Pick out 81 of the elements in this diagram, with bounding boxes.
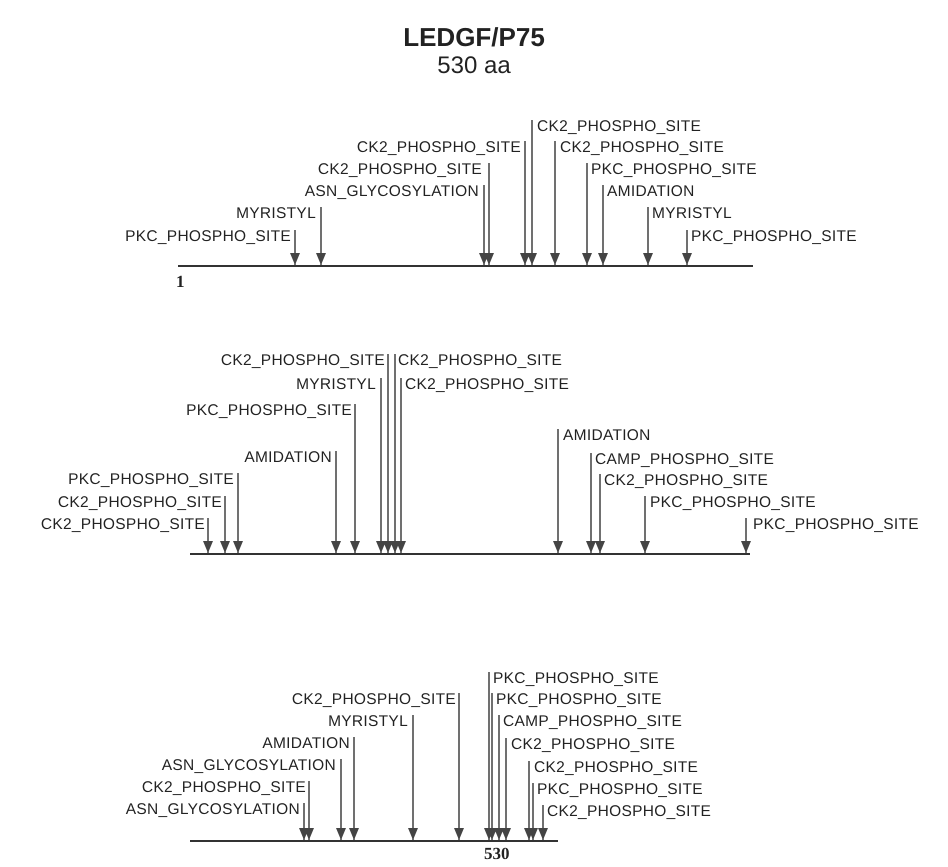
site-label: ASN_GLYCOSYLATION <box>162 757 336 775</box>
site-label: CK2_PHOSPHO_SITE <box>356 139 521 157</box>
site-label: MYRISTYL <box>236 205 316 223</box>
leader-arrow <box>233 473 243 553</box>
leader-arrow <box>383 354 393 553</box>
leader-arrow <box>408 715 418 840</box>
site-label: CK2_PHOSPHO_SITE <box>292 691 456 709</box>
site-label: CK2_PHOSPHO_SITE <box>220 352 385 370</box>
site-label: CK2_PHOSPHO_SITE <box>511 736 676 754</box>
leader-arrow <box>203 518 213 553</box>
site-label: ASN_GLYCOSYLATION <box>304 183 479 201</box>
site-label: AMIDATION <box>563 427 651 445</box>
site-label: PKC_PHOSPHO_SITE <box>68 471 234 489</box>
leader-arrow <box>528 783 538 840</box>
site-label: CK2_PHOSPHO_SITE <box>547 803 712 821</box>
site-label: CK2_PHOSPHO_SITE <box>534 759 698 777</box>
leader-arrow <box>553 429 563 553</box>
leader-arrow <box>331 451 341 553</box>
leader-arrow <box>643 207 653 265</box>
leader-arrow <box>538 805 548 840</box>
site-label: PKC_PHOSPHO_SITE <box>591 161 757 179</box>
leader-arrow <box>682 230 692 265</box>
sequence-line <box>178 265 753 267</box>
leader-arrow <box>598 185 608 265</box>
site-label: CK2_PHOSPHO_SITE <box>537 118 702 136</box>
site-label: PKC_PHOSPHO_SITE <box>691 228 857 246</box>
leader-arrow <box>741 518 751 553</box>
title: LEDGF/P75 <box>403 22 545 53</box>
leader-arrow <box>501 738 511 840</box>
site-label: CK2_PHOSPHO_SITE <box>318 161 482 179</box>
leader-arrow <box>550 141 560 265</box>
leader-arrow <box>304 781 314 840</box>
site-label: CK2_PHOSPHO_SITE <box>405 376 570 394</box>
leader-arrow <box>290 230 300 265</box>
position-number: 530 <box>484 844 510 864</box>
leader-arrow <box>484 163 494 265</box>
leader-arrow <box>454 693 464 840</box>
leader-arrow <box>640 496 650 553</box>
site-label: CK2_PHOSPHO_SITE <box>40 516 205 534</box>
leader-arrow <box>582 163 592 265</box>
site-label: PKC_PHOSPHO_SITE <box>537 781 703 799</box>
site-label: PKC_PHOSPHO_SITE <box>650 494 816 512</box>
site-label: CK2_PHOSPHO_SITE <box>398 352 562 370</box>
leader-arrow <box>520 141 530 265</box>
site-label: CK2_PHOSPHO_SITE <box>604 472 768 490</box>
site-label: PKC_PHOSPHO_SITE <box>493 670 659 688</box>
subtitle: 530 aa <box>437 52 511 79</box>
site-label: AMIDATION <box>244 449 332 467</box>
leader-arrow <box>336 759 346 840</box>
site-label: MYRISTYL <box>652 205 732 223</box>
site-label: PKC_PHOSPHO_SITE <box>125 228 291 246</box>
leader-arrow <box>527 120 537 265</box>
leader-arrow <box>350 404 360 553</box>
site-label: CAMP_PHOSPHO_SITE <box>595 451 774 469</box>
sequence-line <box>190 840 558 842</box>
leader-arrow <box>220 496 230 553</box>
site-label: PKC_PHOSPHO_SITE <box>496 691 662 709</box>
site-label: CAMP_PHOSPHO_SITE <box>503 713 682 731</box>
position-number: 1 <box>176 272 184 292</box>
site-label: MYRISTYL <box>328 713 408 731</box>
leader-arrow <box>299 803 309 840</box>
site-label: ASN_GLYCOSYLATION <box>126 801 300 819</box>
leader-arrow <box>349 737 359 840</box>
site-label: AMIDATION <box>262 735 350 753</box>
leader-arrow <box>586 453 596 553</box>
leader-arrow <box>494 715 504 840</box>
site-label: PKC_PHOSPHO_SITE <box>186 402 352 420</box>
leader-arrow <box>376 378 386 553</box>
leader-arrow <box>396 378 406 553</box>
site-label: PKC_PHOSPHO_SITE <box>753 516 919 534</box>
site-label: CK2_PHOSPHO_SITE <box>58 494 222 512</box>
site-label: MYRISTYL <box>296 376 376 394</box>
leader-arrow <box>316 207 326 265</box>
leader-arrow <box>524 761 534 840</box>
leader-arrow <box>595 474 605 553</box>
site-label: CK2_PHOSPHO_SITE <box>560 139 724 157</box>
sequence-line <box>190 553 750 555</box>
leader-arrow <box>479 185 489 265</box>
site-label: CK2_PHOSPHO_SITE <box>142 779 306 797</box>
site-label: AMIDATION <box>607 183 695 201</box>
leader-arrow <box>390 354 400 553</box>
